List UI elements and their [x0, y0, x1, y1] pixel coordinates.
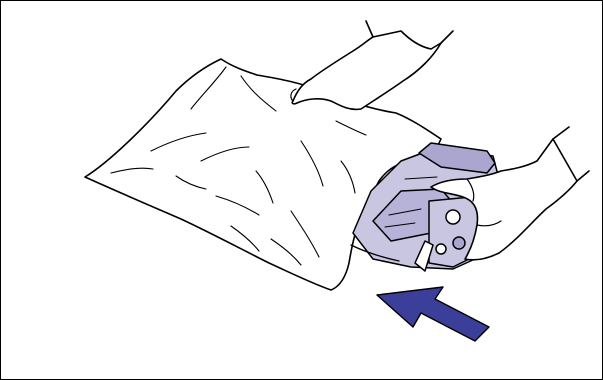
- left-hand: [291, 21, 453, 109]
- push-direction-arrow-icon: [377, 287, 489, 341]
